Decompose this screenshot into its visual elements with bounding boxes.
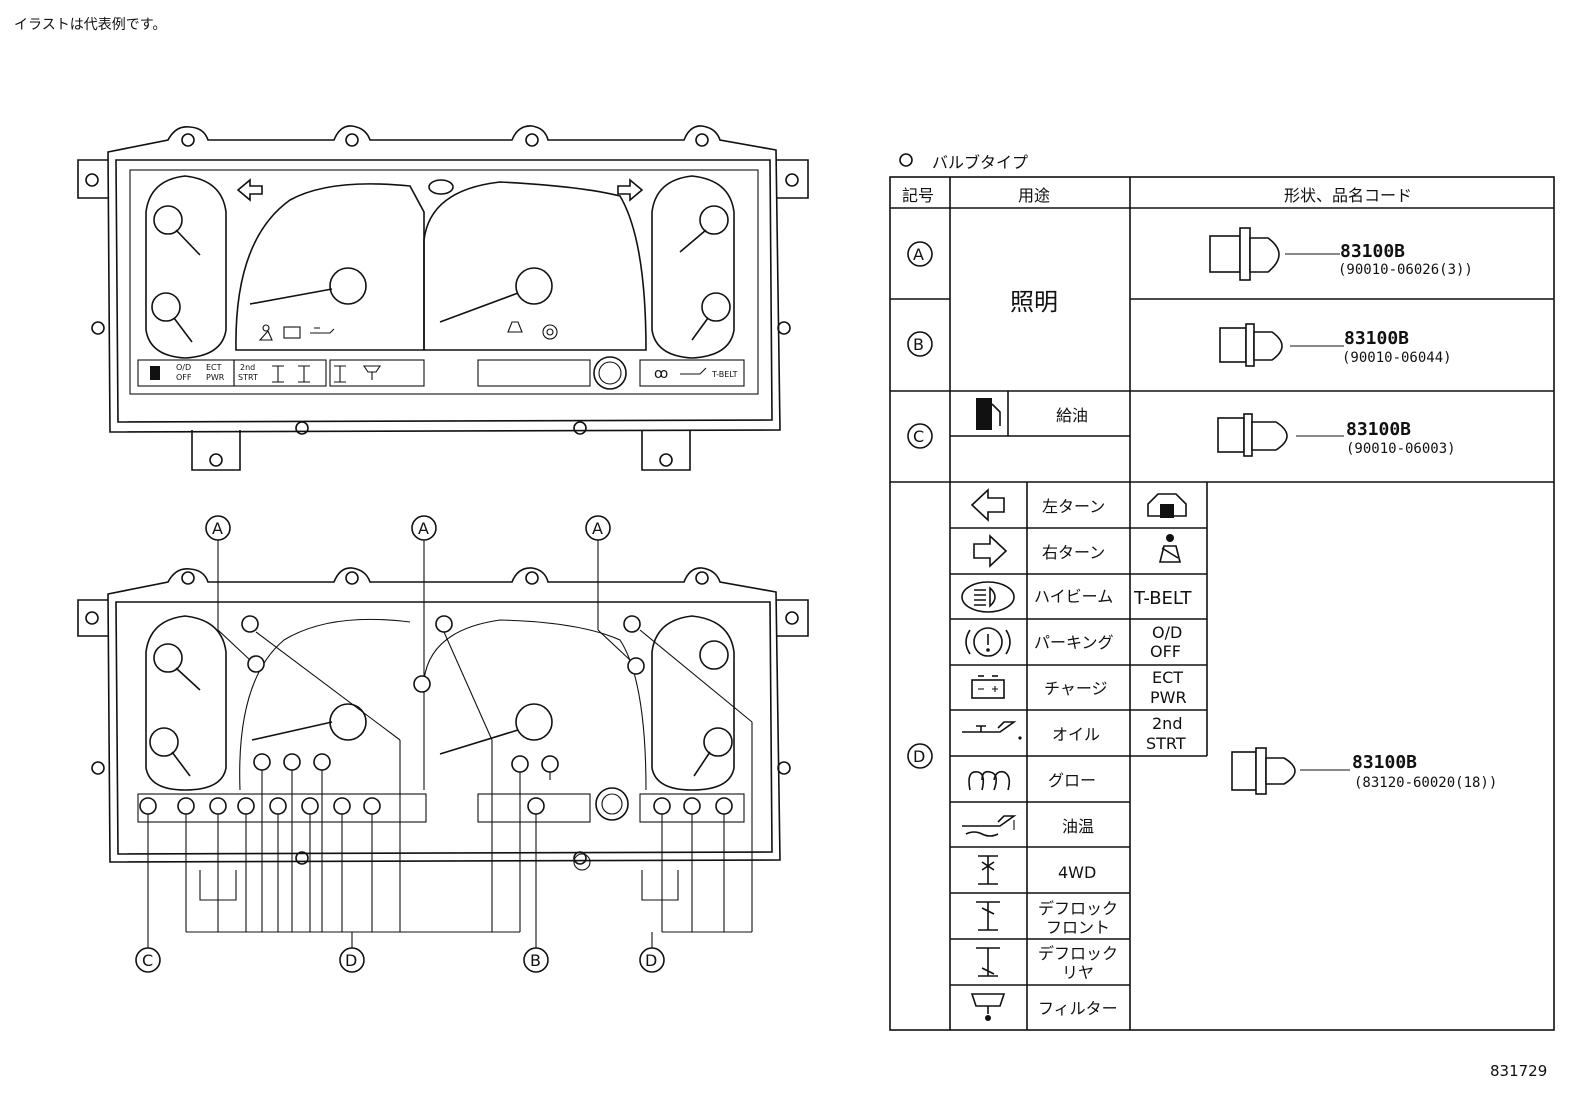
tbelt-label: T-BELT bbox=[711, 370, 738, 379]
header-shape: 形状、品名コード bbox=[1284, 186, 1412, 205]
caption-circle-icon bbox=[899, 153, 913, 167]
callout-a1: A bbox=[205, 515, 231, 541]
battery-charge-icon bbox=[971, 675, 1005, 699]
row-a-code: 83100B bbox=[1340, 241, 1405, 262]
label-filter: フィルター bbox=[1038, 999, 1118, 1018]
callout-c: C bbox=[135, 947, 161, 973]
fuel-icon bbox=[976, 398, 1001, 430]
row-c-mark: C bbox=[913, 427, 924, 446]
label-2nd: 2nd bbox=[1152, 714, 1182, 733]
2nd-label: 2nd bbox=[240, 363, 255, 372]
document-number: 831729 bbox=[1490, 1062, 1548, 1080]
header-symbol: 記号 bbox=[902, 186, 934, 205]
svg-text:C: C bbox=[142, 951, 153, 970]
row-a-mark: A bbox=[913, 245, 924, 264]
row-ab-usage: 照明 bbox=[1010, 288, 1058, 316]
label-rear-diff-lock-2: リヤ bbox=[1062, 963, 1094, 982]
label-4wd: 4WD bbox=[1058, 863, 1096, 882]
ect-label: ECT bbox=[206, 363, 222, 372]
door-open-icon bbox=[1147, 493, 1187, 518]
row-b-part: (90010-06044) bbox=[1342, 350, 1452, 366]
label-off: OFF bbox=[1150, 642, 1181, 661]
callout-a2: A bbox=[411, 515, 437, 541]
filter-icon bbox=[970, 993, 1006, 1021]
svg-text:B: B bbox=[530, 951, 541, 970]
left-turn-icon bbox=[970, 488, 1005, 522]
bulb-a-icon bbox=[1209, 227, 1340, 281]
high-beam-icon bbox=[961, 581, 1015, 613]
label-rear-diff-lock-1: デフロック bbox=[1038, 944, 1118, 963]
label-od: O/D bbox=[1152, 623, 1182, 642]
svg-text:A: A bbox=[592, 519, 603, 538]
top-cluster: O/D OFF ECT PWR 2nd STRT ꝏ T-BELT bbox=[77, 125, 809, 471]
off-label: OFF bbox=[176, 373, 192, 382]
row-b-mark: B bbox=[913, 335, 924, 354]
parking-brake-icon bbox=[965, 627, 1011, 657]
label-charge: チャージ bbox=[1044, 679, 1108, 698]
svg-text:A: A bbox=[418, 519, 429, 538]
label-glow: グロー bbox=[1048, 771, 1096, 790]
label-front-diff-lock-2: フロント bbox=[1046, 918, 1110, 937]
callout-a3: A bbox=[585, 515, 611, 541]
rear-diff-lock-icon bbox=[976, 947, 1000, 977]
glow-plug-icon bbox=[968, 770, 1011, 791]
label-left-turn: 左ターン bbox=[1042, 497, 1105, 516]
row-c-usage: 給油 bbox=[1056, 406, 1088, 425]
bulb-c-icon bbox=[1217, 413, 1344, 457]
label-ect: ECT bbox=[1152, 668, 1183, 687]
bulb-d-icon bbox=[1231, 747, 1350, 795]
callout-d2: D bbox=[639, 947, 665, 973]
pwr-label: PWR bbox=[206, 373, 225, 382]
svg-text:A: A bbox=[212, 519, 223, 538]
illustration-note: イラストは代表例です。 bbox=[14, 17, 167, 33]
glow-symbol-label: ꝏ bbox=[654, 366, 668, 382]
bottom-cluster: A A A C D B D bbox=[77, 515, 809, 973]
label-right-turn: 右ターン bbox=[1042, 543, 1105, 562]
seatbelt-icon bbox=[1158, 534, 1182, 563]
bulb-b-icon bbox=[1219, 323, 1344, 367]
label-oil-temp: 油温 bbox=[1062, 817, 1094, 836]
bulb-sockets bbox=[139, 615, 733, 815]
bulb-type-table: バルブタイプ 記号 用途 形状、品名コード bbox=[889, 153, 1555, 1031]
svg-text:D: D bbox=[345, 951, 357, 970]
front-diff-lock-icon bbox=[976, 901, 1000, 931]
callout-d1: D bbox=[339, 947, 365, 973]
row-d-mark: D bbox=[913, 747, 925, 766]
od-label: O/D bbox=[176, 363, 191, 372]
svg-text:D: D bbox=[645, 951, 657, 970]
row-c-code: 83100B bbox=[1346, 419, 1411, 440]
label-front-diff-lock-1: デフロック bbox=[1038, 899, 1118, 918]
label-tbelt: T-BELT bbox=[1133, 588, 1192, 609]
right-turn-icon bbox=[973, 534, 1008, 568]
callout-b: B bbox=[523, 947, 549, 973]
4wd-icon bbox=[978, 855, 998, 885]
strt-label: STRT bbox=[238, 373, 258, 382]
row-d-code: 83100B bbox=[1352, 752, 1417, 773]
row-a-part: (90010-06026(3)) bbox=[1338, 262, 1473, 278]
row-b-code: 83100B bbox=[1344, 328, 1409, 349]
label-oil: オイル bbox=[1052, 725, 1100, 744]
row-c-part: (90010-06003) bbox=[1346, 441, 1456, 457]
row-d-part: (83120-60020(18)) bbox=[1354, 775, 1497, 791]
label-high-beam: ハイビーム bbox=[1034, 587, 1113, 606]
table-caption: バルブタイプ bbox=[932, 153, 1028, 172]
oil-icon bbox=[962, 721, 1022, 740]
label-parking: パーキング bbox=[1034, 633, 1114, 652]
label-pwr: PWR bbox=[1150, 688, 1187, 707]
label-strt: STRT bbox=[1146, 734, 1186, 753]
header-usage: 用途 bbox=[1018, 186, 1050, 205]
oil-temp-icon bbox=[962, 815, 1017, 837]
